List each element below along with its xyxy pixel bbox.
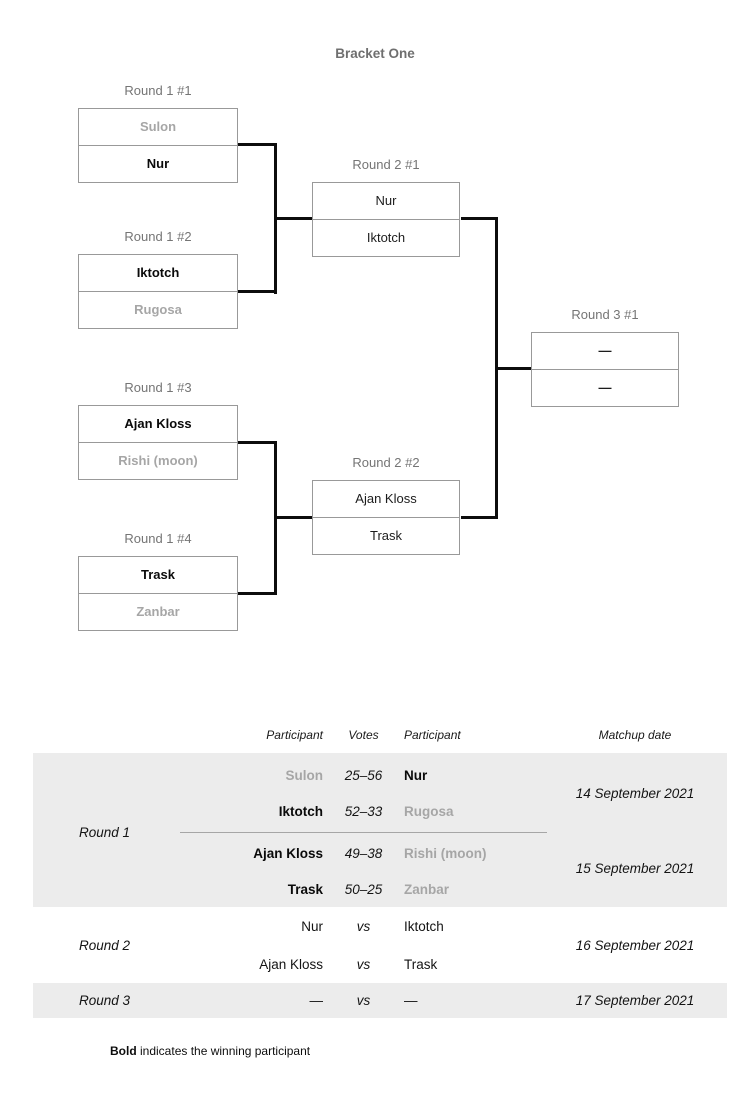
participant-cell: Trask <box>287 881 323 897</box>
matchday-divider <box>180 831 547 833</box>
participant-cell: Ajan Kloss <box>253 845 323 861</box>
participant-slot: Ajan Kloss <box>124 416 192 431</box>
participant-slot: Ajan Kloss <box>355 491 417 506</box>
participant-cell: Rugosa <box>404 803 454 819</box>
vs-cell: vs <box>356 918 371 934</box>
participant-cell: Sulon <box>285 767 324 783</box>
participant-slot: — <box>532 369 678 406</box>
participant-slot: Trask <box>313 517 459 554</box>
participant-slot: Rugosa <box>79 291 237 328</box>
bracket-matchup-round2-1: Round 2 #1 Nur Iktotch <box>312 156 460 257</box>
round-label: Round 2 <box>79 937 131 953</box>
table-group-round-3: Round 3 — vs — 17 September 2021 <box>33 983 727 1018</box>
participant-slot: Nur <box>79 145 237 182</box>
votes-cell: 52–33 <box>344 803 383 819</box>
participant-cell: — <box>404 993 418 1008</box>
matchup-label: Round 1 #2 <box>124 229 192 244</box>
connector-line <box>495 367 531 370</box>
participant-slot: Nur <box>375 193 397 208</box>
bracket-matchup-round3-1: Round 3 #1 — — <box>531 306 679 407</box>
connector-line <box>238 592 277 595</box>
legend-text: indicates the winning participant <box>136 1044 311 1058</box>
matchup-label: Round 2 #2 <box>352 455 420 470</box>
matchup-box: Ajan Kloss Rishi (moon) <box>78 405 238 480</box>
bracket-matchup-round1-1: Round 1 #1 Sulon Nur <box>78 82 238 183</box>
tournament-bracket: Bracket One Round 1 #1 Sulon Nur Round 1… <box>78 46 679 631</box>
votes-cell: 49–38 <box>344 845 383 861</box>
round-label: Round 1 <box>79 824 131 840</box>
participant-cell: Nur <box>404 767 428 783</box>
connector-line <box>274 217 312 220</box>
participant-slot: Trask <box>141 567 175 582</box>
connector-line <box>461 516 498 519</box>
matchup-box: Trask Zanbar <box>78 556 238 631</box>
participant-slot: — <box>598 343 612 358</box>
table-group-round-2: Round 2 Nur vs Iktotch 16 September 2021… <box>33 907 727 983</box>
round-label: Round 3 <box>79 993 131 1008</box>
vs-cell: vs <box>356 956 371 972</box>
matchup-label: Round 1 #3 <box>124 380 192 395</box>
participant-slot: Iktotch <box>136 265 180 280</box>
connector-line <box>238 441 277 444</box>
header-participant-1: Participant <box>266 728 323 742</box>
matchup-label: Round 2 #1 <box>352 157 420 172</box>
header-votes: Votes <box>348 728 379 742</box>
participant-cell: — <box>309 993 324 1008</box>
connector-line <box>238 143 277 146</box>
matchup-label: Round 1 #1 <box>124 83 192 98</box>
bracket-matchup-round1-3: Round 1 #3 Ajan Kloss Rishi (moon) <box>78 379 238 480</box>
matchup-box: Iktotch Rugosa <box>78 254 238 329</box>
participant-cell: Iktotch <box>278 803 323 819</box>
participant-cell: Trask <box>404 956 438 972</box>
matchup-date-cell: 14 September 2021 <box>575 785 695 801</box>
participant-cell: Iktotch <box>404 918 444 934</box>
table-header-row: Participant Votes Participant Matchup da… <box>33 717 727 753</box>
participant-slot: Sulon <box>139 119 177 134</box>
bracket-title: Bracket One <box>335 46 415 61</box>
matchup-date-cell: 17 September 2021 <box>575 993 695 1008</box>
matchup-box: Sulon Nur <box>78 108 238 183</box>
header-participant-2: Participant <box>404 728 461 742</box>
connector-line <box>274 516 312 519</box>
bracket-matchup-round2-2: Round 2 #2 Ajan Kloss Trask <box>312 454 460 555</box>
participant-cell: Ajan Kloss <box>259 956 323 972</box>
matchup-date-cell: 15 September 2021 <box>575 860 695 876</box>
matchup-box: Ajan Kloss Trask <box>312 480 460 555</box>
legend-bold-word: Bold <box>110 1044 137 1058</box>
matchup-label: Round 3 #1 <box>571 307 639 322</box>
bracket-matchup-round1-2: Round 1 #2 Iktotch Rugosa <box>78 228 238 329</box>
participant-cell: Nur <box>301 918 323 934</box>
votes-cell: 25–56 <box>344 767 383 783</box>
matchup-box: Nur Iktotch <box>312 182 460 257</box>
table-group-round-1: Round 1 Sulon 25–56 Nur 14 September 202… <box>33 753 727 907</box>
connector-line <box>461 217 498 220</box>
results-table: Participant Votes Participant Matchup da… <box>33 717 727 1058</box>
header-matchup-date: Matchup date <box>598 728 672 742</box>
matchup-box: — — <box>531 332 679 407</box>
connector-line <box>238 290 277 293</box>
votes-cell: 50–25 <box>344 881 383 897</box>
participant-slot: Rishi (moon) <box>79 442 237 479</box>
matchup-label: Round 1 #4 <box>124 531 192 546</box>
matchup-date-cell: 16 September 2021 <box>575 937 695 953</box>
participant-slot: Iktotch <box>313 219 459 256</box>
vs-cell: vs <box>356 993 371 1008</box>
participant-cell: Rishi (moon) <box>404 845 487 861</box>
header-spacer <box>33 717 180 753</box>
participant-cell: Zanbar <box>404 881 450 897</box>
bold-legend-note: Bold indicates the winning participant <box>110 1044 727 1058</box>
bracket-matchup-round1-4: Round 1 #4 Trask Zanbar <box>78 530 238 631</box>
participant-slot: Zanbar <box>79 593 237 630</box>
